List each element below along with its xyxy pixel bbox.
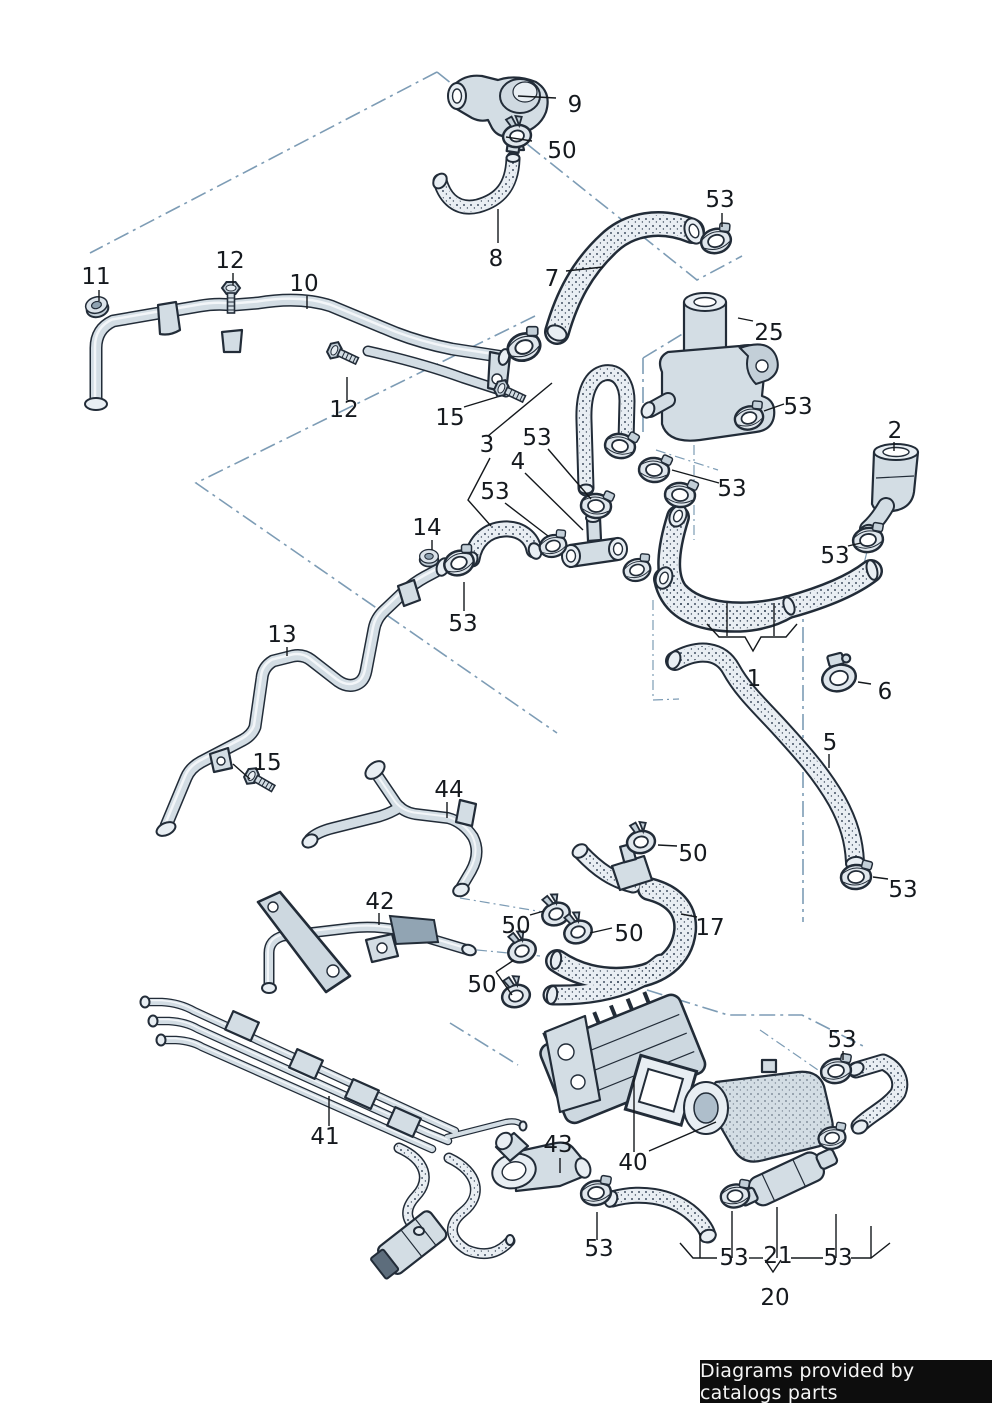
part-43-t-connector (491, 1131, 592, 1193)
part-label-11: 11 (81, 264, 110, 290)
part-label-50: 50 (614, 921, 643, 947)
part-label-53: 53 (717, 476, 746, 502)
part-label-7: 7 (545, 266, 560, 292)
leader-line-53 (847, 542, 862, 547)
leader-line-3 (467, 457, 492, 527)
part-label-53: 53 (584, 1236, 613, 1262)
leader-line-53 (763, 403, 785, 412)
leader-line-25 (737, 317, 754, 322)
leader-line-4 (524, 472, 584, 531)
part-label-4: 4 (511, 449, 526, 475)
nut-14-icon (418, 548, 440, 568)
part-label-15: 15 (435, 405, 464, 431)
leader-line-50 (505, 136, 533, 142)
part-label-20: 20 (760, 1285, 789, 1311)
part-40-heater-unit (539, 991, 834, 1163)
part-label-8: 8 (489, 246, 504, 272)
pipe-brackets (156, 300, 512, 1138)
footer-credit-text: Diagrams provided by catalogs parts (700, 1359, 915, 1403)
part-4-t-piece (561, 513, 628, 569)
leader-line-53 (872, 876, 889, 880)
part-9-connector (447, 74, 549, 154)
end-caps (84, 153, 879, 1246)
part-label-2: 2 (888, 418, 903, 444)
part-label-41: 41 (310, 1124, 339, 1150)
part-label-3: 3 (480, 432, 495, 458)
leader-line-40 (648, 1121, 717, 1152)
part-label-25: 25 (754, 320, 783, 346)
part-label-53: 53 (522, 425, 551, 451)
part-label-12: 12 (215, 248, 244, 274)
part-label-43: 43 (543, 1132, 572, 1158)
leader-line-50 (529, 910, 545, 916)
part-label-44: 44 (434, 777, 463, 803)
leader-line-50 (589, 927, 613, 934)
part-label-17: 17 (695, 915, 724, 941)
clamp-6 (820, 651, 858, 693)
leader-line-1 (706, 623, 798, 653)
fasteners (82, 112, 890, 1211)
part-label-12: 12 (329, 397, 358, 423)
nut-11-icon (82, 293, 112, 321)
part-label-1: 1 (747, 666, 762, 692)
part-label-53: 53 (820, 543, 849, 569)
part-label-13: 13 (267, 622, 296, 648)
part-label-53: 53 (827, 1027, 856, 1053)
part-label-5: 5 (823, 730, 838, 756)
part-label-9: 9 (568, 92, 583, 118)
leader-line-53 (547, 448, 592, 500)
part-label-53: 53 (823, 1245, 852, 1271)
part-label-50: 50 (501, 913, 530, 939)
leader-line-50 (495, 959, 515, 973)
part-label-53: 53 (783, 394, 812, 420)
part-label-6: 6 (878, 679, 893, 705)
part-41-connector (370, 1210, 448, 1280)
leader-line-17 (680, 913, 698, 918)
part-label-53: 53 (888, 877, 917, 903)
part-label-53: 53 (705, 187, 734, 213)
construction-lines (89, 71, 891, 1080)
leader-line-50 (657, 844, 678, 847)
part-label-15: 15 (252, 750, 281, 776)
footer-credit: Diagrams provided by catalogs parts (700, 1360, 992, 1403)
part-label-50: 50 (678, 841, 707, 867)
leader-line-15 (463, 396, 498, 408)
leader-line-3 (487, 382, 553, 437)
leader-line-7 (565, 266, 604, 272)
part-label-40: 40 (618, 1150, 647, 1176)
part-label-50: 50 (547, 138, 576, 164)
part-label-50: 50 (467, 972, 496, 998)
leader-line-20 (764, 1259, 782, 1274)
leader-line-15 (232, 763, 251, 780)
part-label-53: 53 (480, 479, 509, 505)
leader-line-53 (504, 502, 549, 537)
part-label-53: 53 (448, 611, 477, 637)
part-label-10: 10 (289, 271, 318, 297)
leader-line-53 (671, 469, 720, 484)
part-label-53: 53 (719, 1245, 748, 1271)
leader-line-6 (857, 681, 872, 685)
part-label-14: 14 (412, 515, 441, 541)
leader-line-9 (517, 95, 557, 99)
leader-line-20 (679, 1242, 717, 1259)
leader-line-50 (495, 971, 513, 996)
part-label-42: 42 (365, 889, 394, 915)
